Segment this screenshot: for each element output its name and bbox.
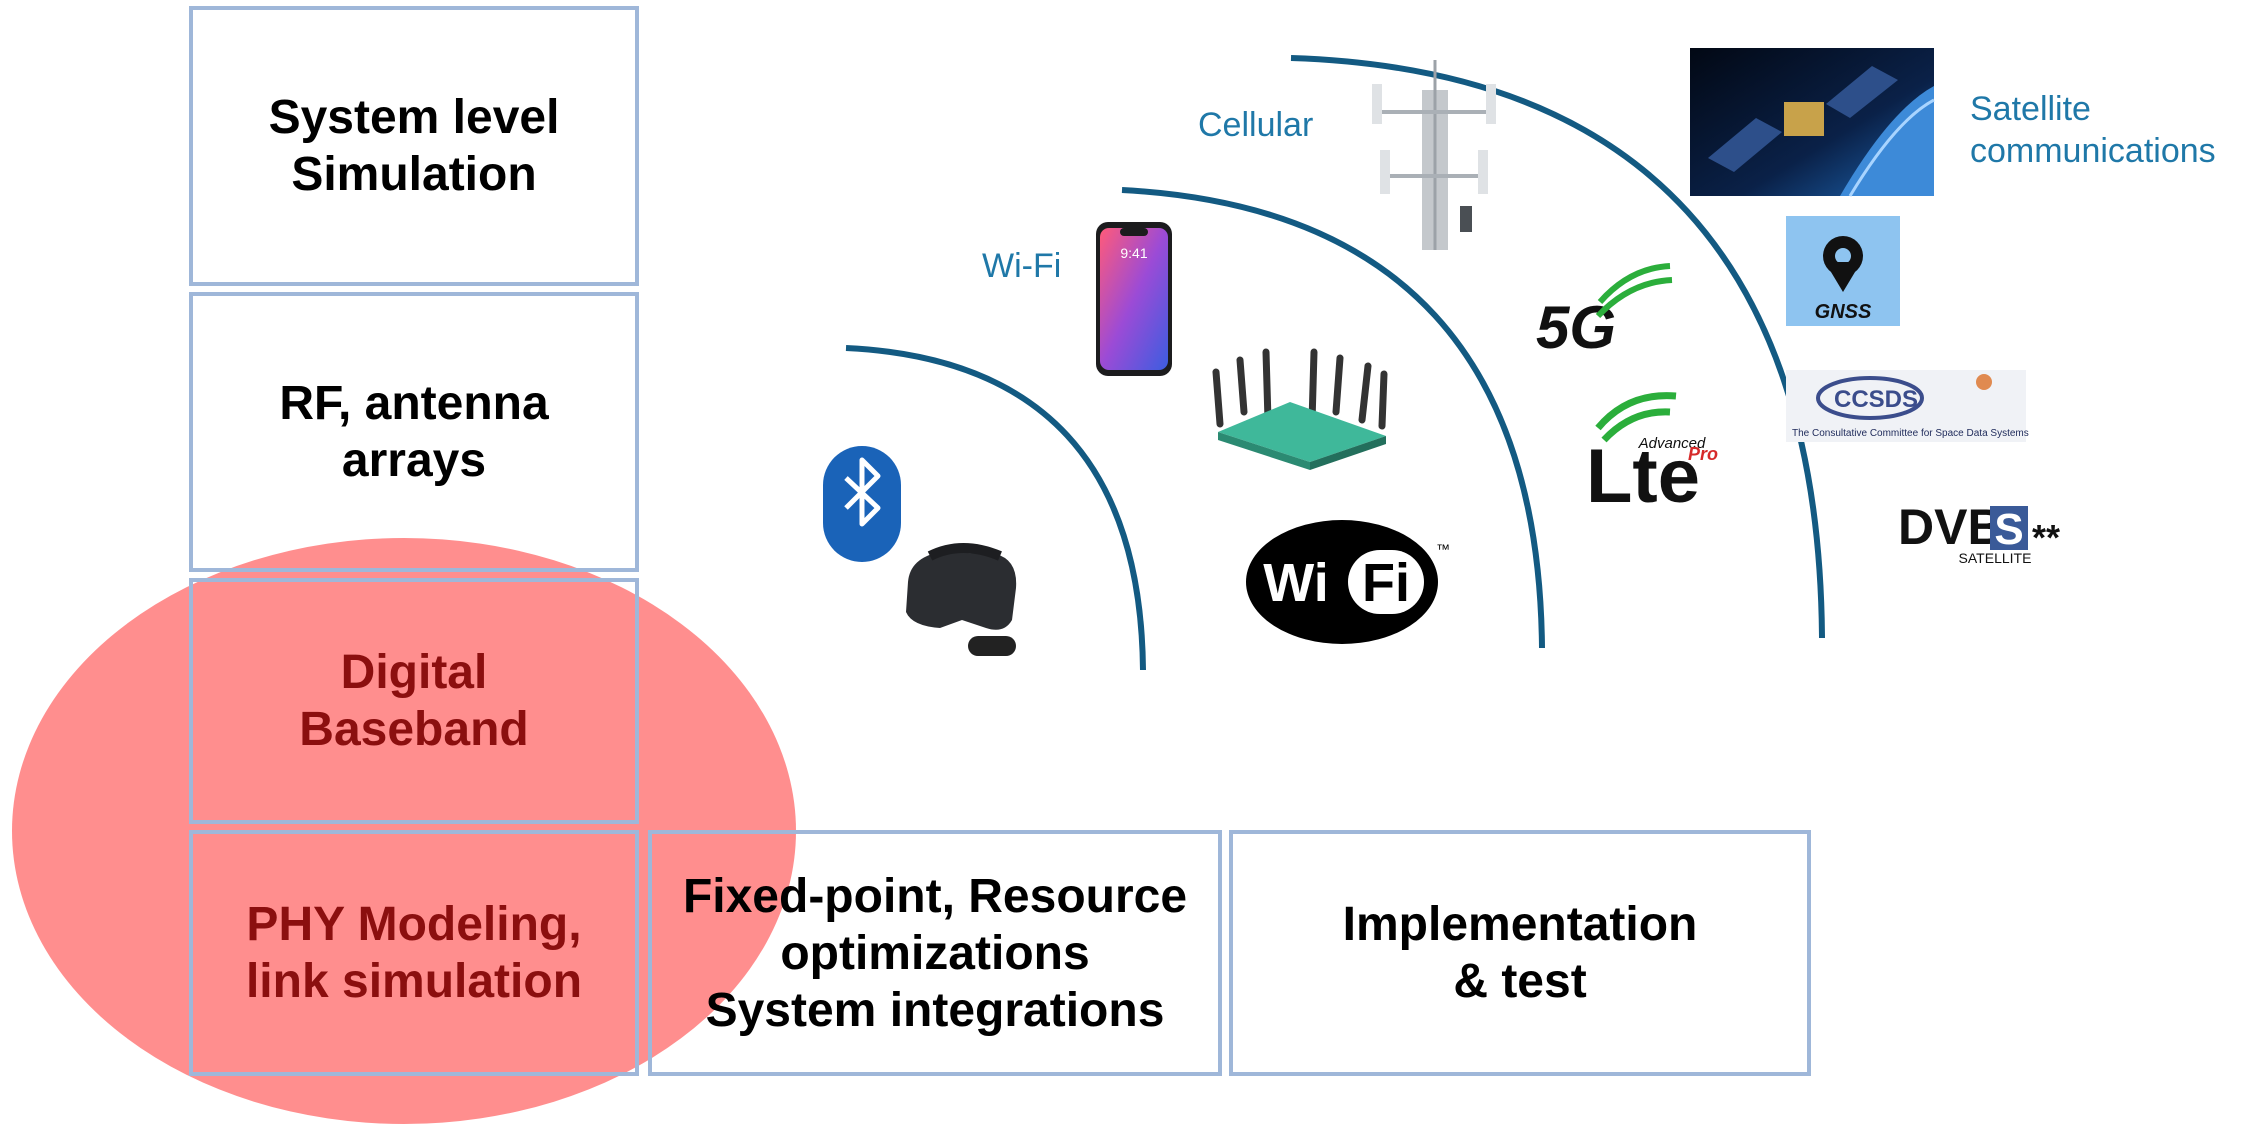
- svg-text:The Consultative Committee for: The Consultative Committee for Space Dat…: [1792, 428, 2029, 439]
- wifi-logo-icon: Wi Fi ™: [1246, 520, 1450, 644]
- svg-text:CCSDS: CCSDS: [1834, 386, 1918, 413]
- svg-text:S: S: [1994, 505, 2023, 554]
- svg-text:5G: 5G: [1536, 294, 1616, 361]
- svg-text:GNSS: GNSS: [1815, 301, 1872, 323]
- svg-text:™: ™: [1436, 541, 1450, 557]
- bluetooth-range-arc: [845, 345, 1146, 671]
- svg-text:Wi: Wi: [1263, 553, 1329, 613]
- box-phy-modeling: PHY Modeling, link simulation: [189, 830, 639, 1076]
- svg-text:Lte: Lte: [1586, 434, 1700, 519]
- box-implementation-test: Implementation & test: [1229, 830, 1811, 1076]
- ccsds-logo-icon: CCSDS The Consultative Committee for Spa…: [1786, 370, 2029, 442]
- vr-headset-icon: [906, 543, 1017, 656]
- smartphone-icon: 9:41: [1096, 222, 1172, 376]
- svg-text:9:41: 9:41: [1120, 245, 1147, 261]
- label-wifi: Wi-Fi: [982, 247, 1062, 285]
- svg-text:Advanced: Advanced: [1638, 435, 1706, 452]
- box-fixed-point-resource: Fixed-point, Resource optimizations Syst…: [648, 830, 1222, 1076]
- cellular-range-arc: [1290, 55, 1825, 639]
- 5g-logo-icon: 5G: [1536, 263, 1673, 361]
- lte-advanced-pro-logo-icon: Lte Advanced Pro: [1586, 392, 1718, 519]
- box-system-level-simulation: System level Simulation: [189, 6, 639, 286]
- gnss-logo-icon: GNSS: [1786, 216, 1900, 326]
- wifi-range-arc: [1121, 187, 1545, 649]
- svg-text:Pro: Pro: [1688, 444, 1718, 464]
- bluetooth-icon: [823, 446, 901, 562]
- box-rf-antenna-arrays: RF, antenna arrays: [189, 292, 639, 572]
- router-icon: [1212, 348, 1388, 470]
- dvb-s-satellite-logo-icon: DVB S ** SATELLITE: [1898, 499, 2060, 566]
- box-digital-baseband: Digital Baseband: [189, 578, 639, 824]
- svg-text:DVB: DVB: [1898, 499, 2004, 555]
- cell-tower-icon: [1372, 60, 1496, 250]
- svg-text:Fi: Fi: [1362, 553, 1410, 613]
- svg-text:SATELLITE: SATELLITE: [1959, 550, 2032, 566]
- label-satellite-communications: Satellite communications: [1970, 90, 2216, 170]
- label-cellular: Cellular: [1198, 106, 1314, 144]
- svg-text:**: **: [2032, 517, 2060, 558]
- satellite-image-icon: [1690, 48, 1935, 197]
